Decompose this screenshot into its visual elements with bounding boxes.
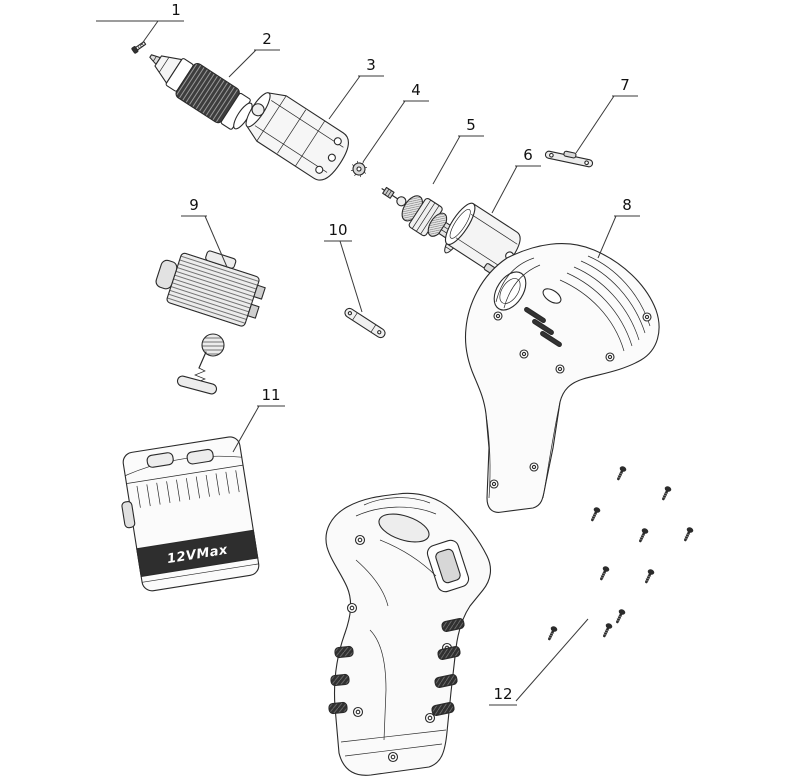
callout-number: 11 [261,386,280,404]
callout-10: 10 [324,221,363,313]
callout-2: 2 [228,30,280,78]
battery-latch [146,452,174,468]
callout-number: 6 [523,146,533,164]
part-switch-assembly [155,250,266,395]
callout-1: 1 [96,1,184,46]
callout-number: 7 [620,76,630,94]
callout-number: 5 [466,116,476,134]
callout-7: 7 [575,76,638,154]
housing-left-screw-bosses [346,534,453,763]
callout-number: 3 [366,56,376,74]
callout-9: 9 [181,196,228,268]
part-battery-pack: 12VMax [121,436,260,592]
part-gearbox [245,92,349,181]
callout-4: 4 [362,81,429,163]
grip-pads [328,618,465,716]
battery-latch [186,448,214,465]
callout-3: 3 [328,56,384,120]
switch-trigger [155,259,178,290]
callout-5: 5 [432,116,484,185]
battery-label-band [136,529,259,577]
callout-number: 1 [171,1,181,19]
part-screw-set [544,463,696,642]
battery-release-button [121,501,136,529]
part-pinion-gear [350,160,368,178]
callout-number: 8 [622,196,632,214]
trigger-opening [426,539,470,593]
callout-number: 2 [262,30,272,48]
part-housing-left [325,492,492,776]
callout-number: 10 [328,221,347,239]
part-screw [131,41,147,54]
part-bit-holder [344,307,386,339]
callout-number: 9 [189,196,199,214]
part-chuck [149,54,253,130]
callout-number: 4 [411,81,421,99]
housing-screw-bosses [489,311,652,489]
callout-11: 11 [232,386,285,453]
part-bracket-clip [544,150,594,168]
callout-number: 12 [493,685,512,703]
callout-6: 6 [491,146,541,214]
callout-8: 8 [597,196,640,259]
callout-12: 12 [489,618,589,706]
part-housing-right [464,243,660,513]
